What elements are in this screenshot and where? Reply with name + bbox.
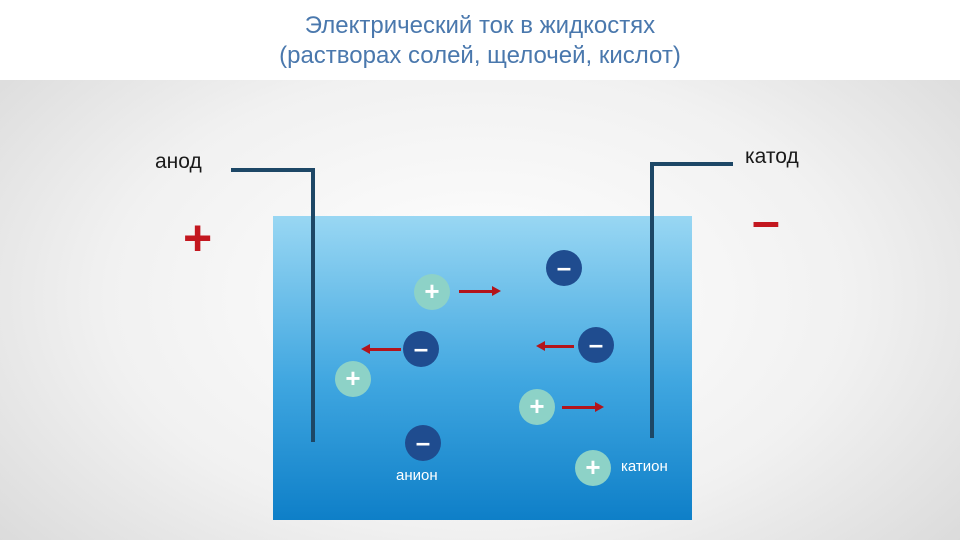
anion: – bbox=[578, 327, 614, 363]
cation-caption: катион bbox=[621, 458, 668, 475]
anion-motion-arrow bbox=[536, 341, 574, 351]
cation: + bbox=[519, 389, 555, 425]
anode-plate bbox=[311, 168, 315, 442]
anion-motion-arrow bbox=[361, 344, 401, 354]
anion: – bbox=[546, 250, 582, 286]
cation-motion-arrow bbox=[459, 286, 501, 296]
cation-legend: + bbox=[575, 450, 611, 486]
anion-caption: анион bbox=[396, 467, 438, 484]
cation: + bbox=[414, 274, 450, 310]
anion-legend: – bbox=[405, 425, 441, 461]
cathode-plate bbox=[650, 162, 654, 438]
anode-lead bbox=[231, 168, 315, 172]
slide-title-line-1: Электрический ток в жидкостях bbox=[304, 12, 656, 39]
cathode-lead bbox=[650, 162, 733, 166]
anode-plus-sign: + bbox=[183, 210, 213, 266]
cation: + bbox=[335, 361, 371, 397]
anion: – bbox=[403, 331, 439, 367]
slide-title-line-2: (растворах солей, щелочей, кислот) bbox=[279, 42, 681, 69]
cathode-minus-sign: – bbox=[752, 193, 780, 249]
title-bar: Электрический ток в жидкостях (растворах… bbox=[0, 0, 960, 80]
cation-motion-arrow bbox=[562, 402, 604, 412]
anode-label: анод bbox=[155, 150, 202, 173]
cathode-label: катод bbox=[745, 145, 799, 168]
